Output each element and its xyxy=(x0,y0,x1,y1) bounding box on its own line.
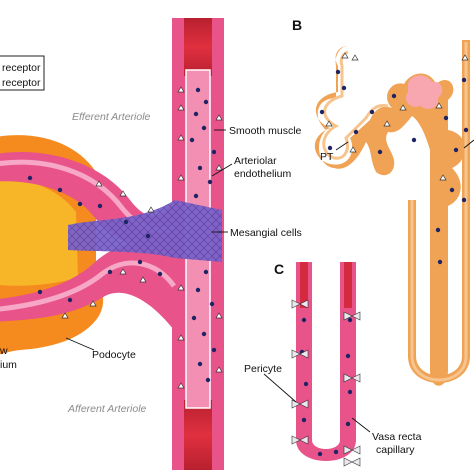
vasa-recta-lumen-right xyxy=(344,262,352,308)
pericyte-label: Pericyte xyxy=(244,363,282,375)
pt-label: PT xyxy=(320,151,334,163)
panel-a-dots xyxy=(27,87,217,383)
endothelium-label-line2: endothelium xyxy=(234,168,291,180)
legend-box: receptor receptor xyxy=(0,55,45,91)
podocyte-label: Podocyte xyxy=(92,349,136,361)
afferent-branch-inner xyxy=(0,260,177,312)
pericyte-leader xyxy=(263,373,297,403)
afferent-arteriole-label: Afferent Arteriole xyxy=(67,403,147,415)
vasa-recta-label-line2: capillary xyxy=(376,444,415,456)
cut-label-ium: ium xyxy=(0,359,17,371)
vasa-recta-capillary xyxy=(296,262,356,461)
panel-a: Efferent Arteriole Afferent Arteriole Sm… xyxy=(0,18,302,470)
endothelium-leader xyxy=(211,163,233,177)
vasa-recta-leader xyxy=(351,417,371,433)
panel-b-dots xyxy=(319,69,469,265)
panel-b: B PT xyxy=(292,17,474,386)
vasa-recta-label-line1: Vasa recta xyxy=(372,431,422,443)
mesangial-cells xyxy=(68,200,222,262)
legend-row-2: receptor xyxy=(2,77,41,89)
panel-c: C Pericyte Vasa recta capillary xyxy=(244,261,422,467)
tubule-lumen xyxy=(322,50,389,160)
panel-b-cut-leader xyxy=(463,139,474,149)
pericyte-markers xyxy=(291,299,361,467)
podocyte-leader xyxy=(65,337,95,351)
loop-of-henle-lumen xyxy=(410,42,468,382)
efferent-lumen xyxy=(184,18,212,76)
endothelium-label-line1: Arteriolar xyxy=(234,155,277,167)
efferent-arteriole-label: Efferent Arteriole xyxy=(72,111,151,123)
legend-row-1: receptor xyxy=(2,62,41,74)
tubule-glomerulus xyxy=(405,75,443,109)
afferent-lumen xyxy=(184,400,212,470)
panel-b-triangles xyxy=(325,52,469,181)
smooth-muscle-label: Smooth muscle xyxy=(229,125,302,137)
mesangial-label: Mesangial cells xyxy=(230,227,302,239)
tubule-outer xyxy=(314,46,466,386)
panel-b-letter: B xyxy=(292,17,302,33)
vasa-recta-lumen-left xyxy=(300,262,308,308)
loop-of-henle xyxy=(408,40,470,383)
panel-c-letter: C xyxy=(274,261,284,277)
panel-a-triangles xyxy=(61,86,223,389)
pt-leader xyxy=(335,141,349,151)
cut-label-w: w xyxy=(0,345,8,357)
glomerulus-core xyxy=(0,179,78,286)
